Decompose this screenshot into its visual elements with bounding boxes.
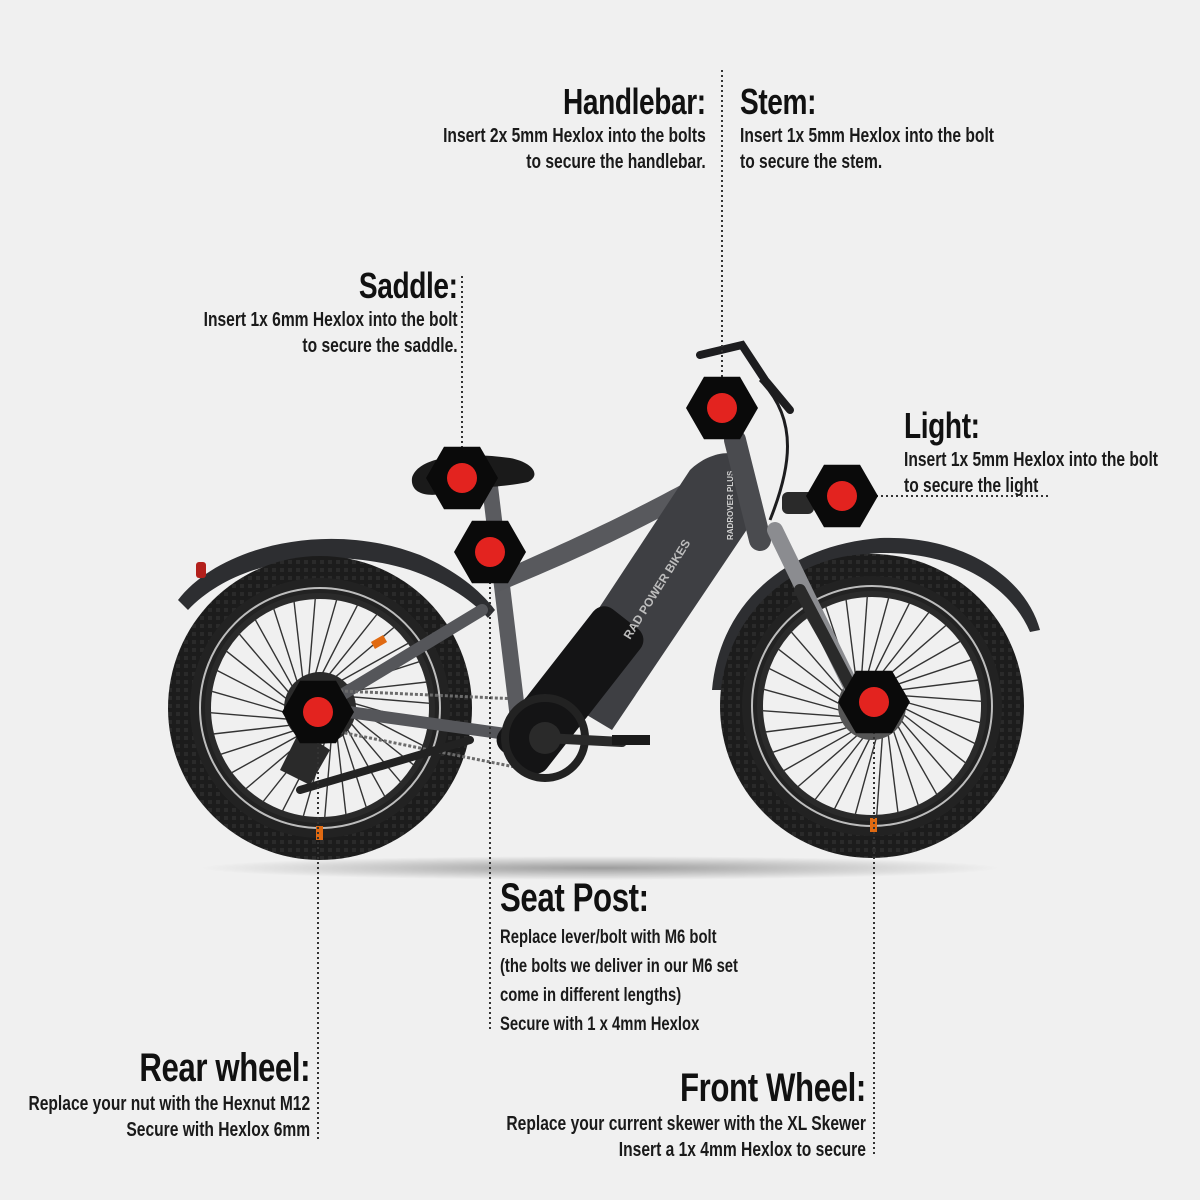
seat-post-marker	[454, 520, 526, 584]
red-dot-icon	[707, 393, 737, 423]
rear-valve	[316, 826, 323, 840]
saddle-marker	[426, 446, 498, 510]
pedal	[612, 735, 650, 745]
red-dot-icon	[475, 537, 505, 567]
rear-fender	[178, 538, 495, 618]
brake-cable	[758, 378, 789, 521]
handlebar-line-2: to secure the handlebar.	[526, 151, 706, 173]
handlebar-callout: Handlebar: Insert 2x 5mm Hexlox into the…	[369, 81, 706, 173]
seat-post-title: Seat Post:	[500, 876, 649, 920]
light-line-1: Insert 1x 5mm Hexlox into the bolt	[904, 449, 1158, 471]
seat-post-line-1: Replace lever/bolt with M6 bolt	[500, 927, 717, 948]
crank-arm	[540, 733, 627, 747]
red-dot-icon	[827, 481, 857, 511]
red-dot-icon	[303, 697, 333, 727]
front-wheel-callout: Front Wheel: Replace your current skewer…	[405, 1068, 866, 1160]
seat-post-line-2: (the bolts we deliver in our M6 set	[500, 956, 738, 977]
seat-tube	[480, 462, 528, 743]
handlebar-marker	[686, 376, 758, 440]
handlebar-line-1: Insert 2x 5mm Hexlox into the bolts	[443, 125, 706, 147]
light-marker	[806, 464, 878, 528]
saddle-line-2: to secure the saddle.	[302, 335, 458, 357]
saddle-callout: Saddle: Insert 1x 6mm Hexlox into the bo…	[132, 265, 458, 357]
seat-post-callout: Seat Post: Replace lever/bolt with M6 bo…	[500, 878, 805, 1034]
stay-accent	[370, 635, 388, 649]
head-tube	[724, 429, 771, 551]
stem-title: Stem:	[740, 81, 817, 122]
front-valve	[870, 818, 877, 832]
headlight	[782, 492, 814, 514]
seat-post-line-4: Secure with 1 x 4mm Hexlox	[500, 1014, 700, 1035]
saddle-line-1: Insert 1x 6mm Hexlox into the bolt	[204, 309, 458, 331]
front-wheel-line-2: Insert a 1x 4mm Hexlox to secure	[618, 1139, 866, 1161]
light-callout: Light: Insert 1x 5mm Hexlox into the bol…	[904, 405, 1200, 497]
rear-wheel-title: Rear wheel:	[139, 1046, 310, 1090]
rear-wheel-callout: Rear wheel: Replace your nut with the He…	[0, 1048, 310, 1140]
rear-wheel-line-1: Replace your nut with the Hexnut M12	[28, 1093, 310, 1115]
front-wheel-marker	[838, 670, 910, 734]
rear-wheel-marker	[282, 680, 354, 744]
saddle-title: Saddle:	[359, 265, 458, 306]
red-dot-icon	[447, 463, 477, 493]
rear-reflector	[196, 562, 206, 578]
handlebar-title: Handlebar:	[563, 81, 706, 122]
stem-line-1: Insert 1x 5mm Hexlox into the bolt	[740, 125, 994, 147]
stem-line-2: to secure the stem.	[740, 151, 883, 173]
ground-shadow	[200, 856, 1000, 880]
front-wheel-title: Front Wheel:	[680, 1066, 866, 1110]
red-dot-icon	[859, 687, 889, 717]
kickstand	[296, 736, 474, 794]
rear-wheel-line-2: Secure with Hexlox 6mm	[126, 1119, 310, 1141]
light-line-2: to secure the light	[904, 475, 1039, 497]
stem-callout: Stem: Insert 1x 5mm Hexlox into the bolt…	[740, 81, 1066, 173]
front-wheel-line-1: Replace your current skewer with the XL …	[506, 1113, 866, 1135]
light-title: Light:	[904, 405, 980, 446]
seat-post-line-3: come in different lengths)	[500, 985, 682, 1006]
headtube-model: RADROVER PLUS	[726, 470, 735, 540]
